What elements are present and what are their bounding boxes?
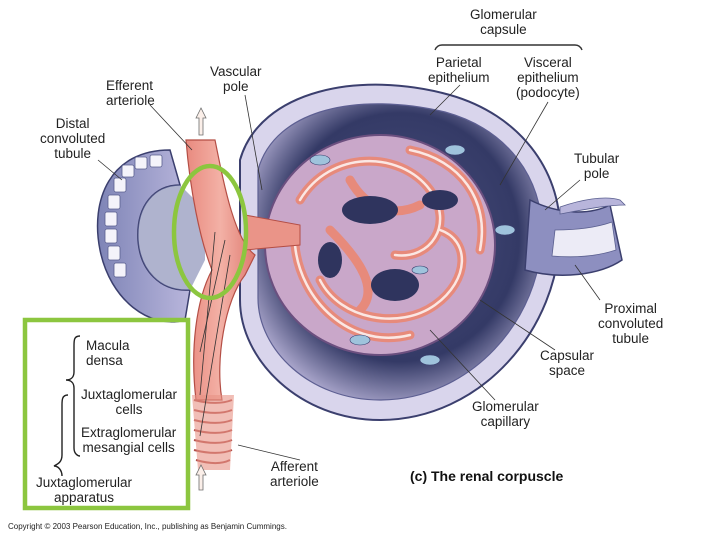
distal-convoluted-tubule	[96, 149, 205, 323]
figure-caption: (c) The renal corpuscle	[410, 468, 564, 484]
label-vascular-pole: Vascular pole	[210, 64, 262, 94]
label-glomerular-capillary: Glomerular capillary	[472, 399, 539, 429]
label-tubular-pole: Tubular pole	[574, 151, 620, 181]
highlight-ellipse	[171, 163, 249, 301]
highlight-box	[22, 317, 191, 511]
label-capsular-space: Capsular space	[540, 348, 595, 378]
label-parietal-epithelium: Parietal epithelium	[428, 55, 490, 85]
label-juxtaglomerular-cells: Juxtaglomerular cells	[81, 387, 178, 417]
label-afferent-arteriole: Afferent arteriole	[270, 459, 319, 489]
label-visceral-epithelium: Visceral epithelium (podocyte)	[516, 55, 580, 100]
arteriole-vessel	[185, 107, 301, 491]
label-efferent-arteriole: Efferent arteriole	[106, 78, 155, 108]
label-juxtaglomerular-apparatus: Juxtaglomerular apparatus	[36, 475, 133, 505]
label-proximal-convoluted-tubule: Proximal convoluted tubule	[598, 301, 664, 346]
label-glomerular-capsule: Glomerular capsule	[470, 7, 537, 37]
label-distal-convoluted-tubule: Distal convoluted tubule	[40, 116, 106, 161]
proximal-convoluted-tubule	[524, 197, 626, 276]
jga-brackets	[53, 335, 81, 477]
label-extraglomerular-mesangial-cells: Extraglomerular mesangial cells	[81, 425, 177, 455]
copyright-notice: Copyright © 2003 Pearson Education, Inc.…	[8, 522, 287, 531]
label-macula-densa: Macula densa	[86, 338, 130, 368]
